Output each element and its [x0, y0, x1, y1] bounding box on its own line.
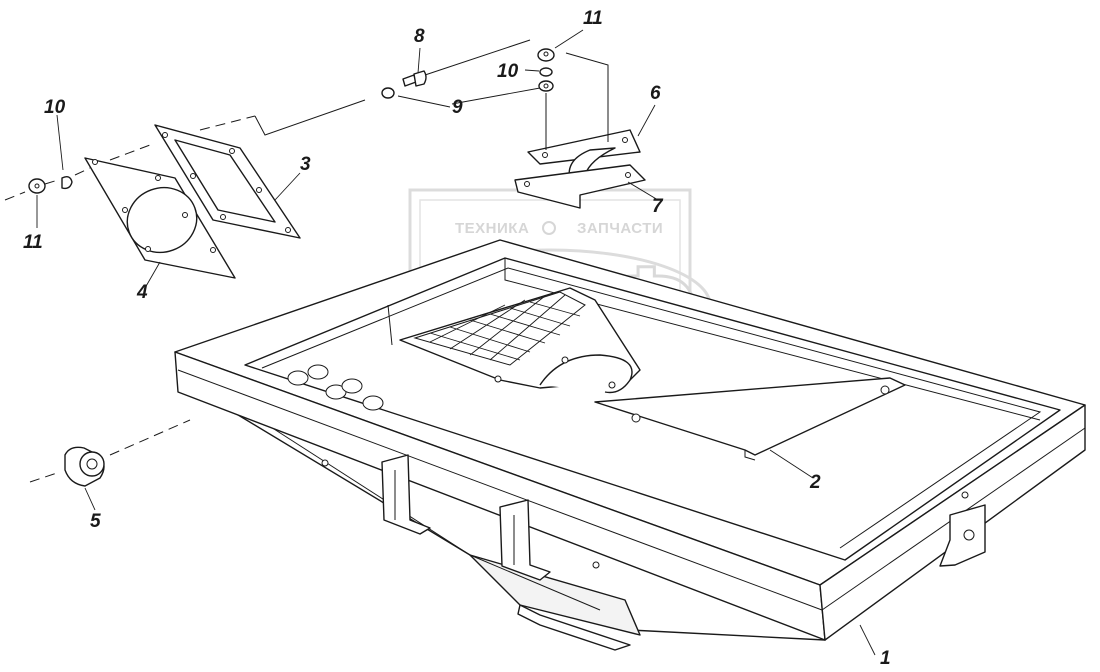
callout-10-left: 10 [44, 97, 66, 118]
flange-plate [84, 157, 236, 279]
callout-9: 9 [452, 97, 463, 118]
watermark-text-right: ЗАПЧАСТИ [577, 220, 663, 237]
spring-washer-top [539, 67, 553, 77]
hopper-frame [174, 239, 1086, 651]
nut-left [28, 178, 46, 194]
callout-11-left: 11 [23, 232, 43, 253]
callouts: 1 2 3 4 5 6 7 8 9 10 10 11 11 [23, 8, 891, 669]
mounting-bracket-center [499, 499, 551, 581]
gear-icon [542, 221, 556, 235]
bushing [64, 446, 105, 487]
washer-top [538, 80, 554, 92]
washer-left [381, 87, 395, 99]
callout-11-top: 11 [583, 8, 603, 29]
clamp-bar [514, 164, 646, 209]
callout-4: 4 [136, 282, 148, 303]
assembly-axes [4, 39, 609, 483]
callout-3: 3 [300, 154, 311, 175]
callout-7: 7 [652, 196, 664, 217]
callout-1: 1 [880, 648, 891, 669]
callout-5: 5 [90, 511, 101, 532]
nut-top [537, 48, 555, 62]
mounting-bracket-left [381, 454, 431, 535]
bolt [402, 70, 427, 87]
spring-washer-left [61, 175, 73, 190]
callout-8: 8 [414, 26, 425, 47]
callout-2: 2 [809, 472, 821, 493]
watermark-text-left: ТЕХНИКА [455, 220, 529, 237]
callout-6: 6 [650, 83, 661, 104]
mesh-screen [413, 291, 586, 366]
gasket-frame [154, 124, 301, 239]
leader-lines [36, 29, 876, 656]
mounting-bracket-right [939, 504, 986, 567]
lid-plate [399, 287, 906, 461]
callout-10-top: 10 [497, 61, 519, 82]
